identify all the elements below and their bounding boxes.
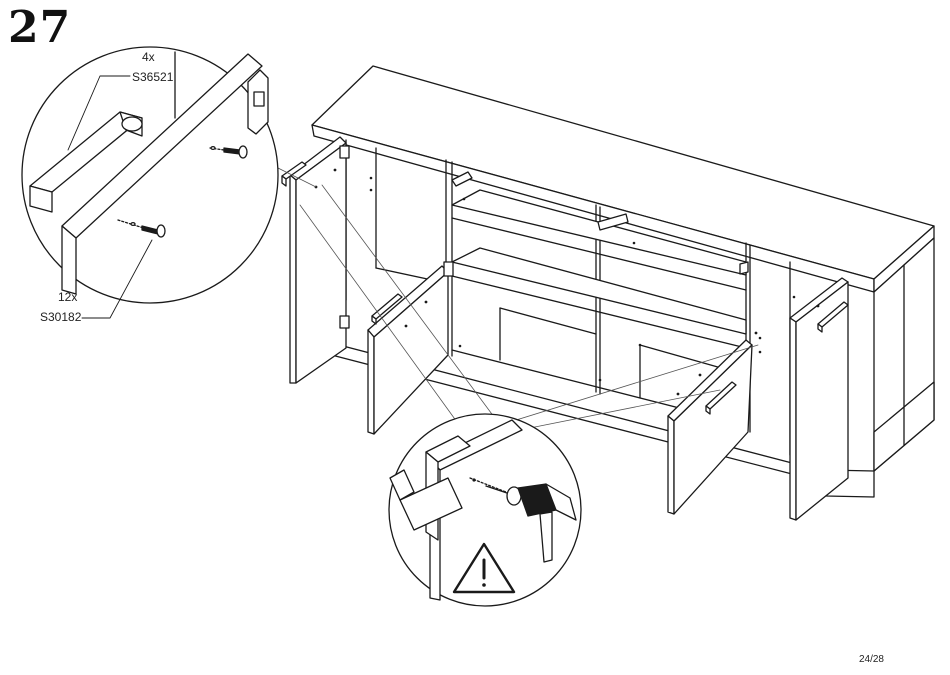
step-number: 27 — [8, 2, 71, 53]
left-outer-door — [282, 137, 349, 383]
drill-detail-callout — [389, 414, 581, 606]
handle-detail-callout — [22, 47, 278, 318]
screw-quantity-label: 12x — [58, 290, 77, 304]
right-inner-door — [668, 340, 752, 514]
cabinet-top — [312, 66, 934, 279]
screw-part-code: S30182 — [40, 310, 81, 324]
handle-part-code: S36521 — [132, 70, 173, 84]
page-number: 24/28 — [859, 654, 884, 665]
right-outer-door — [790, 278, 848, 520]
handle-quantity-label: 4x — [142, 50, 155, 64]
left-inner-door — [368, 262, 453, 434]
